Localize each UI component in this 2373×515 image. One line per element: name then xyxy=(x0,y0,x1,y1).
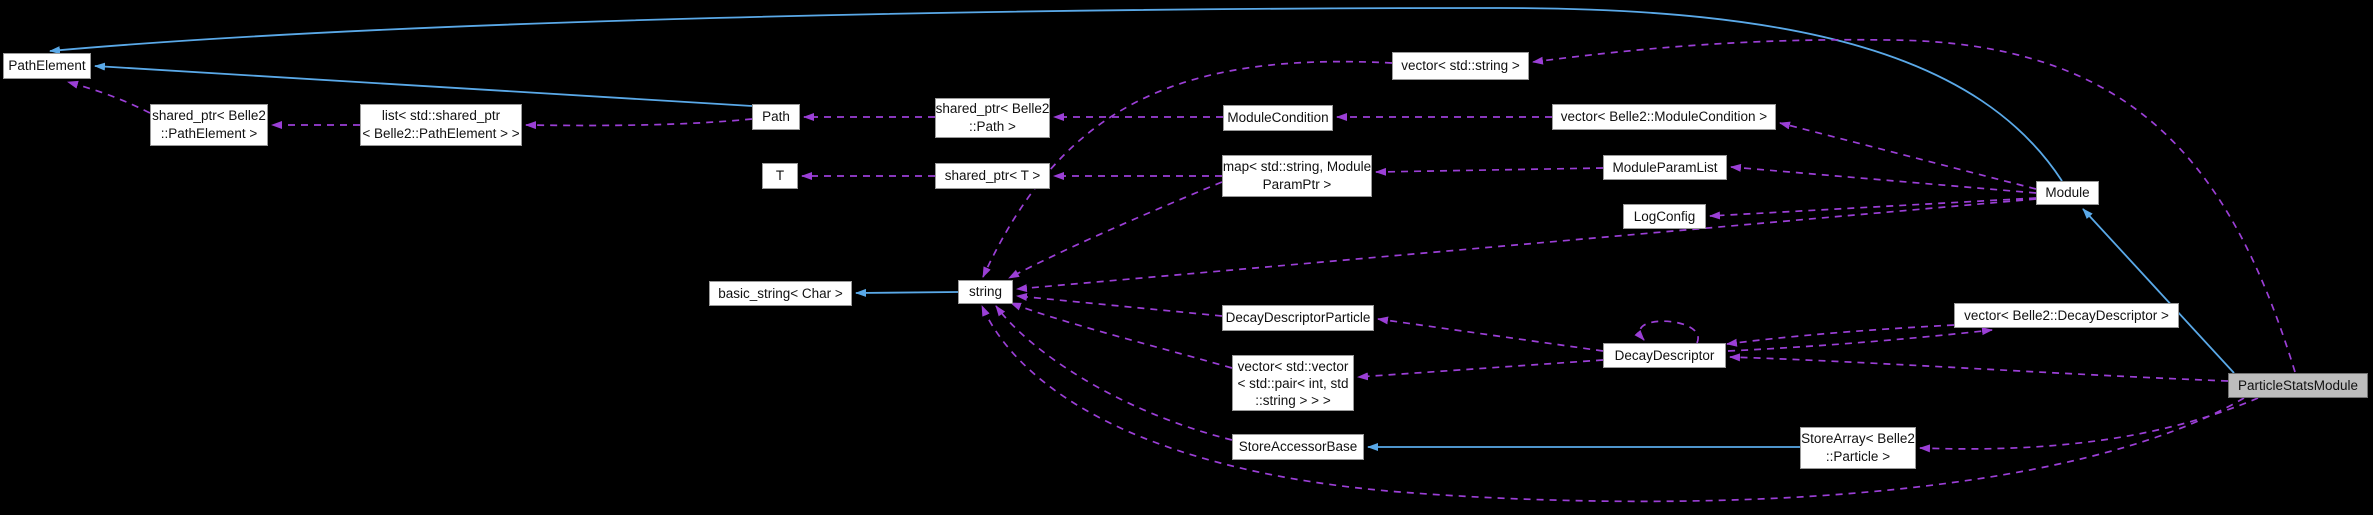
node-label: ::Path > xyxy=(969,119,1016,134)
edge-storeaccessorbase-to-string xyxy=(995,305,1233,441)
node-sp-t[interactable]: shared_ptr< T > xyxy=(935,163,1050,189)
node-list-sp-pathelement[interactable]: list< std::shared_ptr< Belle2::PathEleme… xyxy=(360,104,522,146)
node-sp-pathelement[interactable]: shared_ptr< Belle2::PathElement > xyxy=(150,104,268,146)
edge-decaydescriptorparticle-to-string xyxy=(1016,292,1223,317)
node-label: ParticleStatsModule xyxy=(2237,377,2359,393)
edge-string-to-basic-string xyxy=(855,288,959,297)
node-label: shared_ptr< Belle2 xyxy=(152,108,266,123)
edge-module-to-moduleparamlist xyxy=(1730,163,2037,194)
node-label: Module xyxy=(2045,185,2090,200)
edge-path-to-pathelement xyxy=(94,62,753,107)
node-label: DecayDescriptorParticle xyxy=(1225,310,1371,325)
node-label: ::string > > > xyxy=(1255,392,1331,408)
node-storearray-particle[interactable]: StoreArray< Belle2::Particle > xyxy=(1800,427,1916,469)
node-label: T xyxy=(775,168,785,183)
node-decaydescriptorparticle[interactable]: DecayDescriptorParticle xyxy=(1222,305,1374,331)
node-label: string xyxy=(968,284,1002,299)
node-label: vector< std::vector xyxy=(1237,358,1349,374)
edge-particlestatsmodule-to-decaydescriptor xyxy=(1729,353,2229,382)
node-t[interactable]: T xyxy=(762,163,798,189)
node-particlestatsmodule[interactable]: ParticleStatsModule xyxy=(2228,373,2368,398)
node-vec-decaydescriptor[interactable]: vector< Belle2::DecayDescriptor > xyxy=(1954,303,2179,328)
node-modulecondition[interactable]: ModuleCondition xyxy=(1223,105,1333,131)
edge-module-to-logconfig xyxy=(1709,197,2037,220)
edge-module-to-string xyxy=(1016,198,2037,293)
edge-vec-pair-to-string xyxy=(1010,302,1233,369)
node-label: vector< Belle2::ModuleCondition > xyxy=(1560,109,1768,124)
edge-sp-pathelement-to-pathelement xyxy=(67,80,151,114)
node-pathelement[interactable]: PathElement xyxy=(3,53,91,79)
node-label: list< std::shared_ptr xyxy=(381,108,501,123)
node-label: StoreAccessorBase xyxy=(1238,439,1358,454)
edge-moduleparamlist-to-map-moduleparam xyxy=(1375,167,1604,176)
node-module[interactable]: Module xyxy=(2036,181,2099,205)
edge-particlestatsmodule-to-string xyxy=(981,305,2245,503)
node-label: Path xyxy=(762,109,790,124)
node-label: ModuleCondition xyxy=(1227,110,1329,125)
edge-particlestatsmodule-to-storearray-particle xyxy=(1919,397,2259,453)
node-decaydescriptor[interactable]: DecayDescriptor xyxy=(1603,343,1726,368)
node-label: shared_ptr< T > xyxy=(944,168,1041,183)
node-label: shared_ptr< Belle2 xyxy=(935,101,1050,116)
edge-map-moduleparam-to-string xyxy=(1008,181,1223,279)
node-label: PathElement xyxy=(8,58,86,73)
edge-vec-string-to-string xyxy=(982,60,1393,278)
edge-particlestatsmodule-to-module xyxy=(2082,208,2235,374)
node-label: StoreArray< Belle2 xyxy=(1801,431,1915,446)
node-label: vector< Belle2::DecayDescriptor > xyxy=(1964,307,2169,323)
node-label: map< std::string, Module xyxy=(1222,159,1372,174)
node-moduleparamlist[interactable]: ModuleParamList xyxy=(1603,155,1727,180)
edge-decaydescriptor-to-decaydescriptorparticle xyxy=(1377,316,1604,352)
node-string[interactable]: string xyxy=(958,280,1013,304)
node-vec-modulecondition[interactable]: vector< Belle2::ModuleCondition > xyxy=(1552,104,1776,130)
node-logconfig[interactable]: LogConfig xyxy=(1623,204,1706,229)
edge-module-to-vec-modulecondition xyxy=(1779,121,2037,190)
node-vec-pair[interactable]: vector< std::vector< std::pair< int, std… xyxy=(1232,355,1354,411)
edge-particlestatsmodule-to-vec-string xyxy=(1532,38,2296,373)
node-label: < std::pair< int, std xyxy=(1237,375,1349,391)
node-vec-string[interactable]: vector< std::string > xyxy=(1392,52,1529,80)
node-label: ::Particle > xyxy=(1825,449,1891,464)
node-label: LogConfig xyxy=(1633,208,1696,224)
node-label: basic_string< Char > xyxy=(718,285,843,301)
edge-decaydescriptor-to-decaydescriptor xyxy=(1634,320,1699,344)
node-path[interactable]: Path xyxy=(752,104,800,130)
edge-vec-decaydescriptor-to-decaydescriptor xyxy=(1726,324,1955,347)
node-label: ModuleParamList xyxy=(1612,159,1718,175)
node-label: < Belle2::PathElement > > xyxy=(362,126,520,141)
edge-path-to-list-sp-pathelement xyxy=(525,118,753,130)
node-label: DecayDescriptor xyxy=(1614,347,1715,363)
edge-decaydescriptor-to-vec-pair xyxy=(1357,359,1604,381)
node-sp-path[interactable]: shared_ptr< Belle2::Path > xyxy=(935,98,1050,138)
node-basic-string[interactable]: basic_string< Char > xyxy=(709,281,852,306)
node-label: ParamPtr > xyxy=(1262,177,1332,192)
node-label: vector< std::string > xyxy=(1401,58,1520,73)
node-storeaccessorbase[interactable]: StoreAccessorBase xyxy=(1232,434,1364,460)
edge-decaydescriptor-to-vec-decaydescriptor xyxy=(1727,327,1993,352)
edge-module-to-pathelement xyxy=(49,7,2063,182)
node-label: ::PathElement > xyxy=(160,126,258,141)
